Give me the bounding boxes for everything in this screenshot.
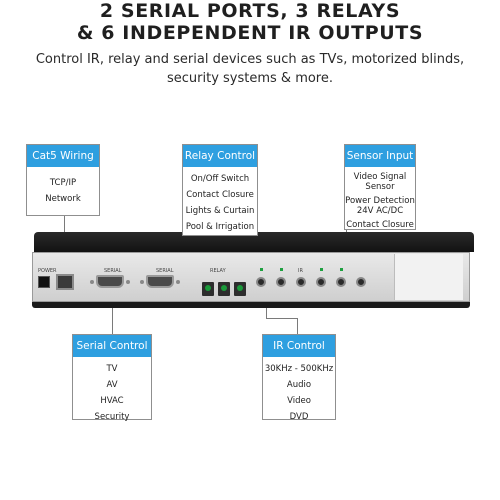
subheading-line-2: security systems & more.	[166, 71, 334, 86]
headline: 2 SERIAL PORTS, 3 RELAYS & 6 INDEPENDENT…	[0, 0, 500, 44]
subheading: Control IR, relay and serial devices suc…	[0, 50, 500, 88]
ir-item: Video	[287, 396, 311, 406]
relay-control-callout: Relay Control On/Off Switch Contact Clos…	[182, 144, 258, 236]
ir-control-title: IR Control	[263, 335, 335, 357]
ir-jack-3	[296, 277, 306, 287]
serial-1-label: SERIAL	[104, 268, 122, 274]
serial-item: AV	[106, 380, 118, 390]
power-label: POWER	[38, 268, 57, 274]
ir-item: 30KHz - 500KHz	[264, 364, 334, 374]
ir-item: DVD	[289, 412, 309, 422]
cat5-item: TCP/IP	[49, 178, 77, 188]
ethernet-port	[56, 274, 74, 290]
ir-connector-v1	[266, 300, 267, 318]
sensor-item: Video Signal	[353, 172, 407, 182]
sensor-input-title: Sensor Input	[345, 145, 415, 167]
serial-connector-line	[112, 296, 113, 334]
relay-item: Contact Closure	[186, 190, 254, 200]
ir-jack-2	[276, 277, 286, 287]
relay-label: RELAY	[210, 268, 226, 274]
sensor-input-callout: Sensor Input Video Signal Sensor Power D…	[344, 144, 416, 230]
ir-connector-h	[266, 318, 297, 319]
ir-led-2	[280, 268, 283, 271]
relay-item: Pool & Irrigation	[185, 222, 255, 232]
subheading-line-1: Control IR, relay and serial devices suc…	[35, 52, 465, 67]
ir-led-1	[260, 268, 263, 271]
ir-item: Audio	[286, 380, 312, 390]
serial-control-title: Serial Control	[73, 335, 151, 357]
cat5-item: Network	[45, 194, 81, 204]
ir-led-4	[340, 268, 343, 271]
relay-terminal-2	[218, 282, 230, 296]
serial-2-screw-left	[140, 280, 144, 284]
cat5-wiring-title: Cat5 Wiring	[27, 145, 99, 167]
sensor-item: Sensor	[365, 182, 395, 192]
ir-jack-4	[316, 277, 326, 287]
headline-line-2: & 6 INDEPENDENT IR OUTPUTS	[76, 22, 424, 44]
ir-label: IR	[298, 268, 303, 274]
sensor-input-jack	[356, 277, 366, 287]
device-side-panel	[394, 254, 463, 300]
ir-jack-5	[336, 277, 346, 287]
serial-port-1	[96, 275, 124, 288]
serial-item: Security	[94, 412, 130, 422]
ir-connector-v2	[297, 318, 298, 334]
device-base	[32, 302, 470, 308]
headline-line-1: 2 SERIAL PORTS, 3 RELAYS	[99, 0, 401, 22]
relay-terminal-3	[234, 282, 246, 296]
relay-terminal-1	[202, 282, 214, 296]
ir-led-3	[320, 268, 323, 271]
power-jack	[38, 276, 50, 288]
serial-control-callout: Serial Control TV AV HVAC Security	[72, 334, 152, 422]
sensor-item: Power Detection	[345, 196, 415, 206]
ir-control-callout: IR Control 30KHz - 500KHz Audio Video DV…	[262, 334, 336, 422]
controller-device: POWER SERIAL SERIAL RELAY IR	[24, 232, 474, 312]
serial-1-screw-left	[90, 280, 94, 284]
serial-2-label: SERIAL	[156, 268, 174, 274]
sensor-item: 24V AC/DC	[356, 206, 404, 216]
serial-1-screw-right	[126, 280, 130, 284]
serial-port-2	[146, 275, 174, 288]
device-top-panel	[34, 232, 474, 252]
relay-item: Lights & Curtain	[185, 206, 255, 216]
relay-item: On/Off Switch	[190, 174, 250, 184]
serial-item: HVAC	[100, 396, 124, 406]
ir-jack-1	[256, 277, 266, 287]
serial-item: TV	[106, 364, 118, 374]
serial-2-screw-right	[176, 280, 180, 284]
relay-control-title: Relay Control	[183, 145, 257, 167]
cat5-wiring-callout: Cat5 Wiring TCP/IP Network	[26, 144, 100, 216]
sensor-item: Contact Closure	[346, 220, 414, 230]
